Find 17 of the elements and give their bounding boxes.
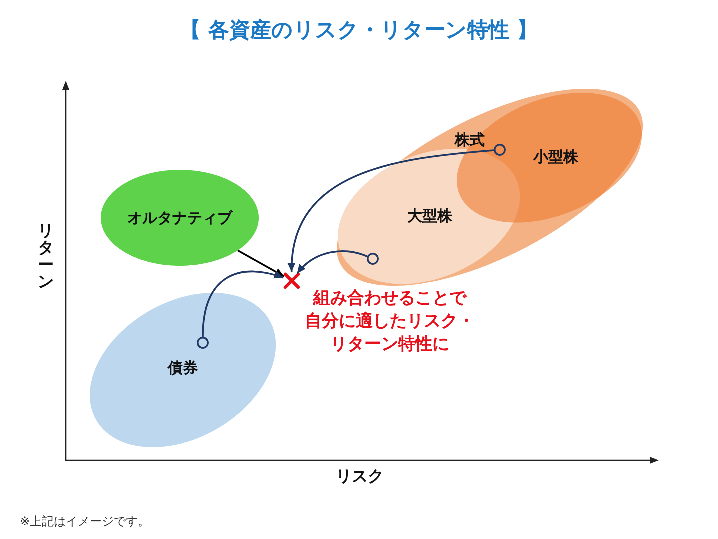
arrow [238,250,285,278]
axis-label: リスク [336,466,384,486]
ring-icon [494,144,506,156]
callout-text: 組み合わせることで自分に適したリスク・リターン特性に [304,288,476,356]
chart-title: 【 各資産のリスク・リターン特性 】 [180,17,538,43]
curved-arrow [202,270,284,338]
region-label: 大型株 [407,206,452,225]
footnote: ※上記はイメージです。 [20,514,150,530]
curved-arrow [296,250,368,274]
region-label: 債券 [168,358,198,377]
region-label: 株式 [454,130,485,149]
ring-icon [196,336,209,349]
ring-icon [366,252,379,265]
region-label: 小型株 [533,148,578,166]
curved-arrow [288,150,494,272]
axis-label: リターン [38,222,54,290]
region-label: オルタナティブ [128,209,232,227]
